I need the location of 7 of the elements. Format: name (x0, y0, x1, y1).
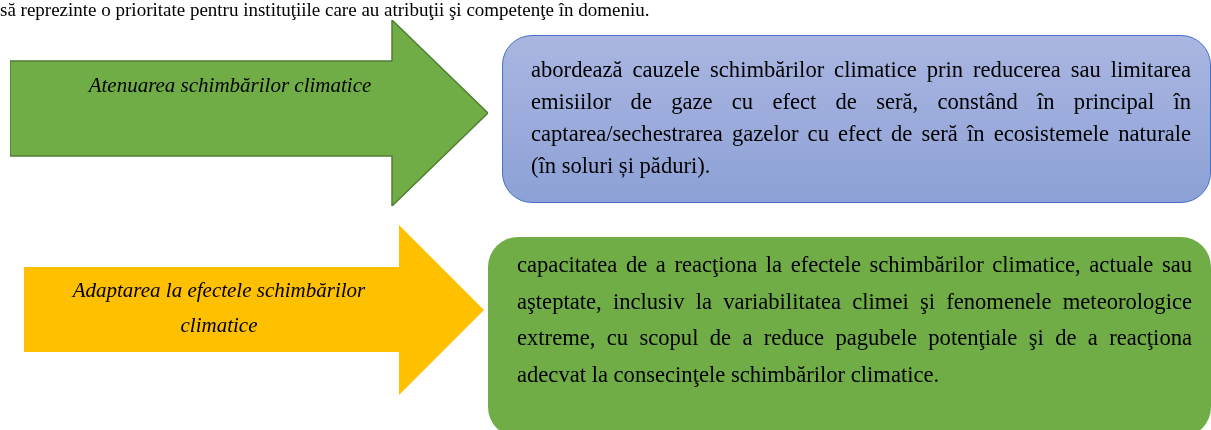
definition-text: capacitatea de a reacţiona la efectele schimbărilor climatice, actuale sau aşteptate, inclusiv la variabilitatea climei şi fenomenele meteorologice extreme, cu scopul de a reduce pagubele potenţiale şi de a reacţiona adecvat la consecinţele schimbărilor climatice. (517, 251, 1192, 389)
definition-text: abordează cauzele schimbărilor climatice prin reducerea sau limitarea emisiilor de gaze cu efect de seră, constând în principal în captarea/sechestrarea gazelor cu efect de seră în ecosistemele naturale (în soluri și păduri). (531, 56, 1191, 180)
paragraph-text: să reprezinte o prioritate pentru instituţiile care au atribuţii şi competenţe în domeniu. (0, 0, 650, 20)
definition-card (488, 237, 1211, 430)
arrow-label: Atenuarea schimbărilor climatice (86, 72, 373, 99)
definition-card (502, 35, 1211, 203)
arrow-label: Adaptarea la efectele schimbărilor climatice (70, 277, 367, 339)
